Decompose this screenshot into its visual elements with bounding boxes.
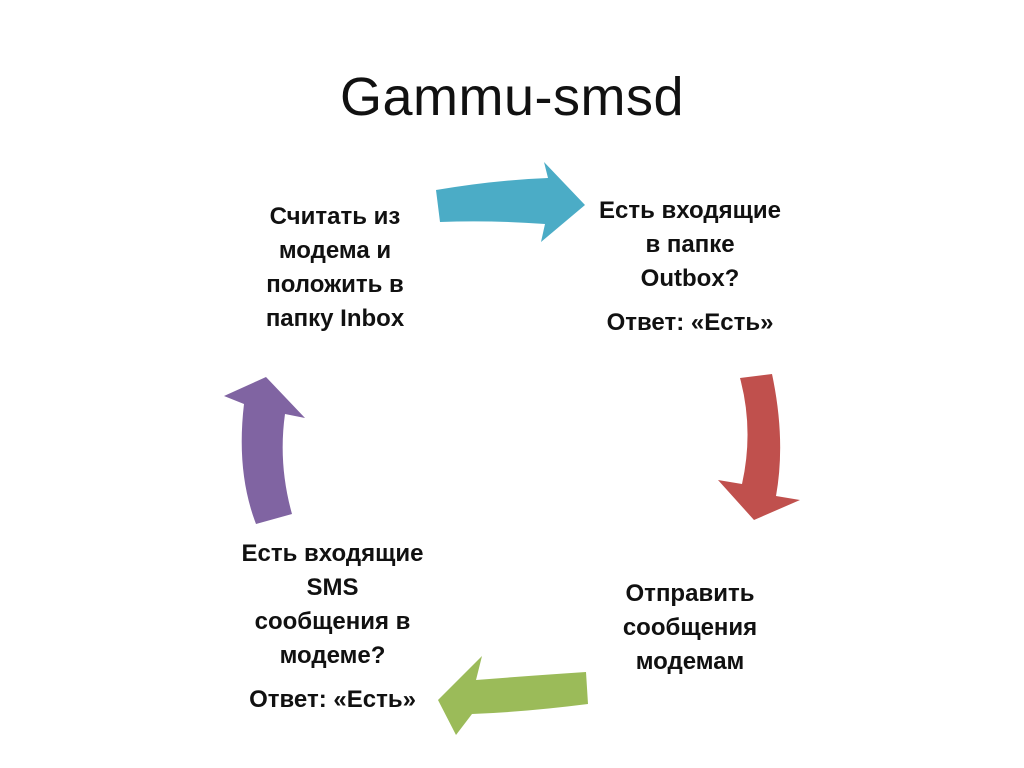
arrow-step3-to-step4 <box>438 656 588 735</box>
step-text-line: Считать из <box>269 203 401 230</box>
arrow-step1-to-step2 <box>436 162 585 242</box>
step-text-line: положить в <box>266 271 404 298</box>
step-text-line: SMS <box>306 574 359 601</box>
step-text-line: модема и <box>278 237 392 264</box>
step-text-line: сообщения в <box>254 608 411 635</box>
arrow-step4-to-step1 <box>224 377 305 524</box>
step-text-line: модеме? <box>279 642 386 669</box>
step-text-line: сообщения <box>622 614 758 641</box>
step-text-line: в папке <box>645 231 735 258</box>
step-text-line: Есть входящие <box>241 540 424 567</box>
arrow-step2-to-step3 <box>718 374 800 520</box>
step-text-line: модемам <box>635 648 745 675</box>
step-answer-note: Ответ: «Есть» <box>606 309 774 336</box>
step-text-line: Отправить <box>625 580 755 607</box>
step-answer-note: Ответ: «Есть» <box>249 686 416 713</box>
step-text-line: Есть входящие <box>599 197 781 224</box>
cycle-step-send-messages: Отправить сообщения модемам <box>560 577 820 679</box>
cycle-step-read-modem: Считать из модема и положить в папку Inb… <box>200 200 470 336</box>
step-text-line: папку Inbox <box>265 305 405 332</box>
cycle-step-check-modem: Есть входящие SMS сообщения в модеме? От… <box>200 537 465 717</box>
slide-title: Gammu-smsd <box>339 67 685 127</box>
cycle-step-check-outbox: Есть входящие в папке Outbox? Ответ: «Ес… <box>560 194 820 340</box>
step-text-line: Outbox? <box>640 265 740 292</box>
